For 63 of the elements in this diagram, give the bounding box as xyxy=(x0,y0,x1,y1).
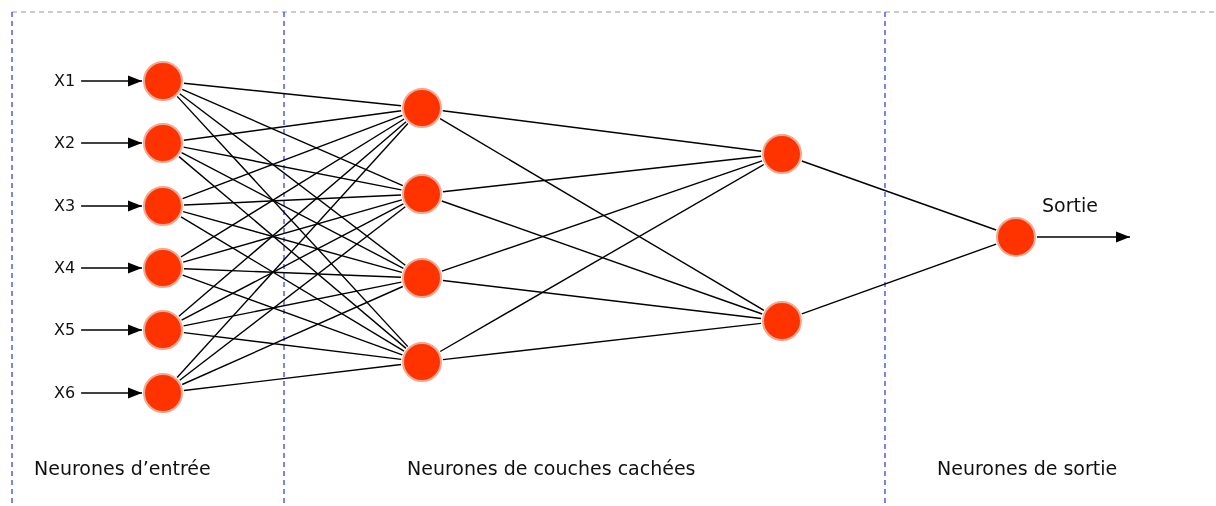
neuron-circle xyxy=(402,88,442,128)
neuron-circle xyxy=(402,258,442,298)
connector xyxy=(439,118,765,311)
neuron-circle xyxy=(143,123,183,163)
layer-caption: Neurones de sortie xyxy=(937,457,1118,479)
connector xyxy=(181,285,404,386)
connector xyxy=(442,279,762,320)
neuron-circle xyxy=(762,134,802,174)
arrow xyxy=(80,262,143,274)
neuron-circle xyxy=(402,174,442,214)
connector xyxy=(176,122,409,379)
connector xyxy=(176,95,409,348)
neuron-circle xyxy=(143,186,183,226)
connector xyxy=(801,160,997,231)
connector xyxy=(183,194,402,206)
arrow xyxy=(1036,231,1131,243)
connector xyxy=(178,155,407,350)
neuron-circle xyxy=(143,61,183,101)
connector xyxy=(182,281,403,327)
arrow xyxy=(80,324,143,336)
connector xyxy=(182,210,403,274)
arrow xyxy=(80,137,143,149)
connector xyxy=(441,160,763,272)
connector xyxy=(183,363,402,392)
connector xyxy=(182,199,403,263)
connector xyxy=(179,93,406,266)
connector xyxy=(180,152,405,269)
connector xyxy=(442,322,762,361)
input-label: X2 xyxy=(54,133,76,153)
connector xyxy=(181,88,404,187)
input-label: X5 xyxy=(54,320,76,340)
connector xyxy=(178,121,407,317)
connector xyxy=(182,274,403,356)
neuron-circle xyxy=(143,373,183,413)
input-label: X3 xyxy=(54,196,76,216)
neuron-circle xyxy=(143,310,183,350)
connector xyxy=(183,268,402,278)
neuron-circle xyxy=(762,301,802,341)
connector xyxy=(442,155,762,193)
connector xyxy=(183,110,402,141)
connector xyxy=(181,114,404,200)
layer-caption: Neurones de couches cachées xyxy=(407,457,696,479)
layer-caption: Neurones d’entrée xyxy=(34,457,211,479)
connector xyxy=(801,243,997,315)
arrow xyxy=(80,200,143,212)
connector xyxy=(179,206,406,381)
connector xyxy=(183,82,402,107)
connector xyxy=(442,110,762,152)
neuron-circle xyxy=(402,342,442,382)
arrow xyxy=(80,75,143,87)
neuron-circle xyxy=(143,248,183,288)
connector xyxy=(180,118,405,258)
input-label: X6 xyxy=(54,383,76,403)
connector xyxy=(439,163,765,353)
connector xyxy=(441,200,763,315)
connector xyxy=(180,216,405,352)
connector xyxy=(180,203,405,321)
arrow xyxy=(80,387,143,399)
neuron-circle xyxy=(996,217,1036,257)
connector xyxy=(183,331,402,361)
input-label: X4 xyxy=(54,258,76,278)
input-label: X1 xyxy=(54,71,76,91)
connector xyxy=(182,146,403,191)
